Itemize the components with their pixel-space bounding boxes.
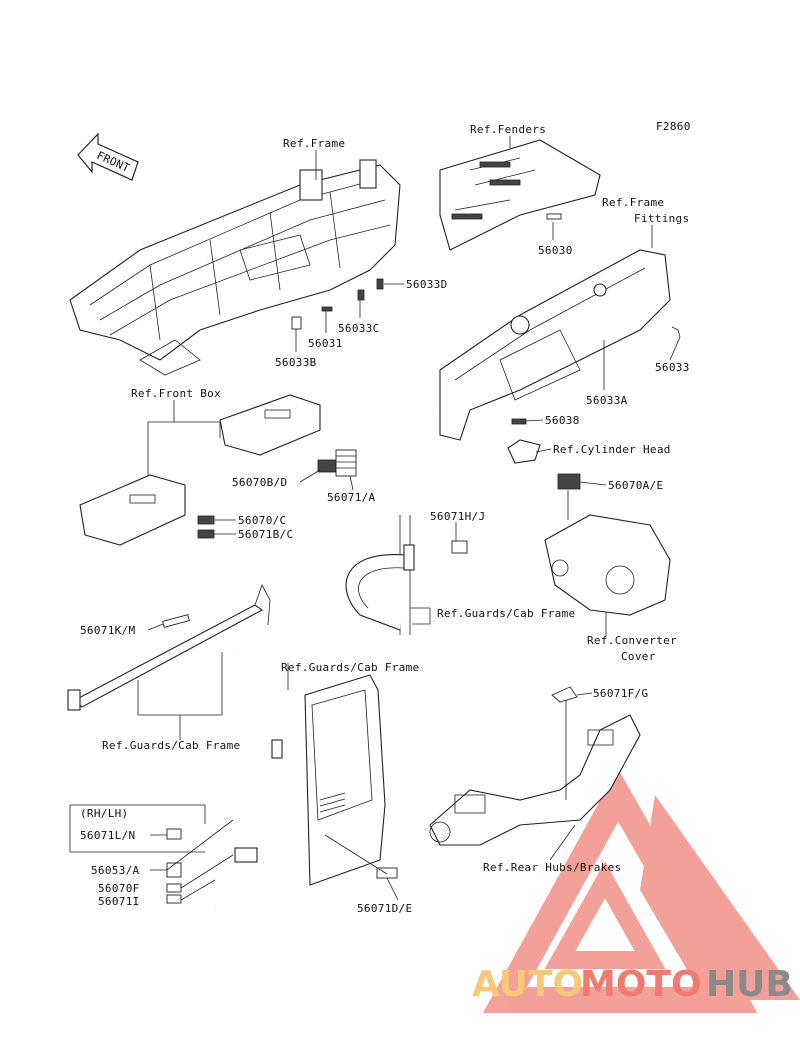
guard-bar-drawing — [67, 584, 271, 711]
decal-56038 — [511, 418, 527, 425]
frame-fittings-drawing — [439, 249, 671, 441]
guard-tube-drawing — [212, 653, 283, 907]
label-56071km: 56071K/M — [80, 624, 135, 637]
label-56070c: 56070/C — [238, 514, 286, 527]
label-56071bc: 56071B/C — [238, 528, 293, 541]
label-ref-cylinder-head: Ref.Cylinder Head — [553, 443, 671, 456]
leader-lines — [69, 136, 681, 901]
decal-56071a — [335, 449, 357, 477]
label-56070ae: 56070A/E — [608, 479, 663, 492]
decal-56070c — [197, 515, 215, 525]
label-56070bd: 56070B/D — [232, 476, 287, 489]
label-ref-frame-fittings-2: Fittings — [634, 212, 689, 225]
decal-56031 — [321, 306, 333, 312]
decal-56030 — [546, 213, 562, 220]
label-ref-frame: Ref.Frame — [283, 137, 345, 150]
decal-56071i — [166, 894, 182, 904]
label-56071i: 56071I — [98, 895, 140, 908]
label-56033d: 56033D — [406, 278, 448, 291]
label-56033: 56033 — [655, 361, 690, 374]
label-ref-guards-cab-1: Ref.Guards/Cab Frame — [437, 607, 575, 620]
diagram-code: F2860 — [656, 120, 691, 133]
label-56071fg: 56071F/G — [593, 687, 648, 700]
label-56053a: 56053/A — [91, 864, 140, 877]
label-56071a: 56071/A — [327, 491, 376, 504]
front-arrow-icon — [77, 132, 139, 181]
fenders-drawing — [439, 139, 601, 251]
cylinder-head-drawing — [507, 439, 541, 464]
label-ref-guards-cab-2: Ref.Guards/Cab Frame — [281, 661, 419, 674]
decal-56033 — [671, 326, 681, 338]
decal-56071hj — [451, 540, 468, 554]
label-ref-guards-cab-3: Ref.Guards/Cab Frame — [102, 739, 240, 752]
decal-56071bc — [197, 529, 215, 539]
label-56070f: 56070F — [98, 882, 140, 895]
front-box-upper-drawing — [219, 394, 321, 456]
guard-hoop-drawing — [345, 515, 415, 635]
label-56033a: 56033A — [586, 394, 628, 407]
decal-56033d — [376, 278, 384, 290]
label-ref-front-box: Ref.Front Box — [131, 387, 221, 400]
label-56031: 56031 — [308, 337, 343, 350]
decal-56070bd — [317, 459, 337, 473]
label-56071de: 56071D/E — [357, 902, 412, 915]
watermark-auto: AUTO — [472, 964, 583, 1005]
label-ref-rear-hubs: Ref.Rear Hubs/Brakes — [483, 861, 621, 874]
front-box-lower-drawing — [79, 474, 186, 546]
decal-56033c — [357, 289, 365, 301]
rear-hubs-drawing — [429, 714, 641, 846]
decal-56071fg — [551, 686, 578, 703]
converter-cover-drawing — [544, 514, 671, 616]
label-ref-fenders: Ref.Fenders — [470, 123, 546, 136]
label-rh-lh: (RH/LH) — [80, 807, 128, 820]
label-56071ln: 56071L/N — [80, 829, 135, 842]
decal-56033b — [291, 316, 302, 330]
label-56030: 56030 — [538, 244, 573, 257]
label-ref-converter-1: Ref.Converter — [587, 634, 677, 647]
decal-56071km — [162, 614, 190, 628]
label-56038: 56038 — [545, 414, 580, 427]
watermark-hub: HUB — [706, 964, 793, 1005]
decal-56070f — [166, 883, 182, 893]
label-ref-converter-2: Cover — [621, 650, 656, 663]
cab-door-drawing — [304, 674, 386, 886]
label-56033c: 56033C — [338, 322, 380, 335]
frame-drawing — [69, 159, 401, 376]
label-ref-frame-fittings-1: Ref.Frame — [602, 196, 664, 209]
watermark-moto: MOTO — [580, 964, 702, 1005]
decal-56071ln — [166, 828, 182, 840]
label-56071hj: 56071H/J — [430, 510, 485, 523]
label-56033b: 56033B — [275, 356, 317, 369]
watermark-logo — [482, 768, 800, 1013]
decal-56070ae — [557, 473, 581, 490]
